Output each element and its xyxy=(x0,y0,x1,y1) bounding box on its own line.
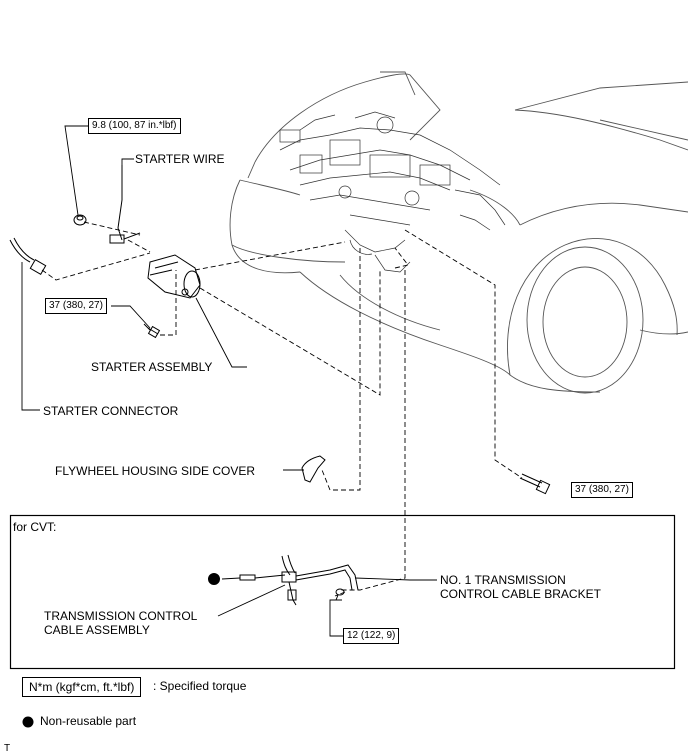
torque-bolt-right: 37 (380, 27) xyxy=(571,482,633,498)
torque-bolt-starter: 37 (380, 27) xyxy=(45,298,107,314)
cvt-section-title: for CVT: xyxy=(13,520,57,534)
nut-part xyxy=(73,214,87,226)
torque-nut-starter-wire: 9.8 (100, 87 in.*lbf) xyxy=(88,118,181,134)
cvt-cable-part xyxy=(208,554,359,606)
flywheel-cover-part xyxy=(283,455,326,483)
corner-mark: T xyxy=(4,743,11,754)
assembly-lines xyxy=(41,221,523,597)
label-flywheel-cover: FLYWHEEL HOUSING SIDE COVER xyxy=(55,464,256,478)
legend-torque-desc: : Specified torque xyxy=(153,679,247,693)
label-starter-connector: STARTER CONNECTOR xyxy=(43,404,179,418)
bolt-starter-part xyxy=(143,323,161,339)
nonreusable-bullet-icon xyxy=(22,716,34,728)
label-bracket-1: NO. 1 TRANSMISSION xyxy=(440,573,566,587)
leader-lines xyxy=(21,125,437,637)
starter-connector-part xyxy=(9,237,47,276)
label-trans-cable-1: TRANSMISSION CONTROL xyxy=(44,609,198,623)
cvt-bracket-bolt-part xyxy=(335,588,345,601)
label-starter-assembly: STARTER ASSEMBLY xyxy=(91,360,213,374)
bolt-right-part xyxy=(519,473,551,495)
starter-assembly-part xyxy=(147,254,201,299)
label-trans-cable-2: CABLE ASSEMBLY xyxy=(44,623,150,637)
legend-torque-unit: N*m (kgf*cm, ft.*lbf) xyxy=(22,677,142,697)
label-bracket-2: CONTROL CABLE BRACKET xyxy=(440,587,601,601)
cvt-frame xyxy=(9,514,676,670)
label-starter-wire: STARTER WIRE xyxy=(135,152,225,166)
torque-bolt-bracket: 12 (122, 9) xyxy=(343,628,400,644)
legend-nonreusable-desc: Non-reusable part xyxy=(40,714,137,728)
engine-bay xyxy=(279,111,506,273)
vehicle-outline xyxy=(229,71,688,394)
